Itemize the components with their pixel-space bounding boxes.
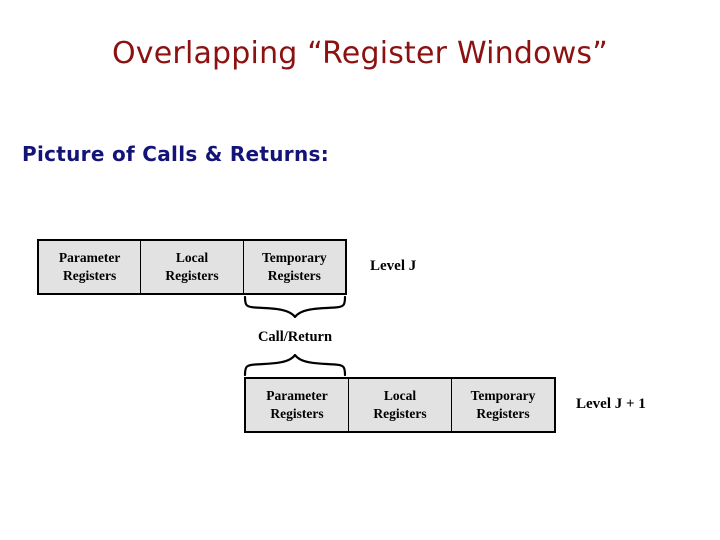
level-label-j-plus-1: Level J + 1 [576, 396, 646, 412]
register-cell-line1: Parameter [58, 249, 121, 265]
register-cell-line2: Registers [165, 268, 219, 283]
register-cell-local-level-j: Local Registers [141, 241, 244, 293]
register-cell-parameter-level-j-plus-1: Parameter Registers [246, 379, 349, 431]
register-cell-local-level-j-plus-1: Local Registers [349, 379, 452, 431]
register-window-row-level-j-plus-1: Parameter Registers Local Registers Temp… [244, 377, 556, 433]
register-cell-line2: Registers [63, 268, 117, 283]
register-window-row-level-j: Parameter Registers Local Registers Temp… [37, 239, 347, 295]
register-cell-line2: Registers [476, 406, 530, 421]
register-cell-parameter-level-j: Parameter Registers [39, 241, 142, 293]
register-cell-temporary-level-j: Temporary Registers [243, 241, 345, 293]
register-cell-line1: Local [175, 249, 209, 265]
register-cell-line2: Registers [267, 268, 321, 283]
register-cell-line2: Registers [270, 406, 324, 421]
curly-brace-up-icon [243, 354, 347, 376]
register-cell-temporary-level-j-plus-1: Temporary Registers [452, 379, 554, 431]
register-cell-line1: Temporary [470, 387, 536, 403]
register-cell-line1: Local [383, 387, 417, 403]
call-return-label: Call/Return [257, 329, 333, 345]
register-cell-line1: Parameter [266, 387, 328, 403]
level-label-j: Level J [370, 258, 417, 274]
register-cell-line2: Registers [373, 406, 427, 421]
curly-brace-down-icon [243, 296, 347, 318]
subtitle-text: Picture of Calls & Returns: [22, 142, 329, 166]
register-cell-line1: Temporary [261, 249, 327, 265]
page-title: Overlapping “Register Windows” [111, 36, 609, 71]
